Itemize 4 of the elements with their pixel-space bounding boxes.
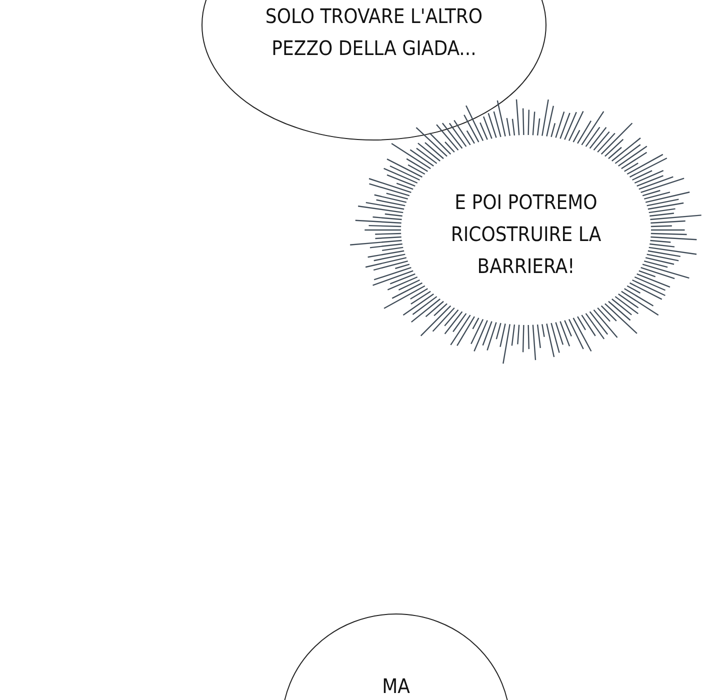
bubble-text: MA: [381, 673, 411, 700]
speech-bubble: [200, 0, 548, 142]
bubble-text: E POI POTREMO RICOSTRUIRE LA BARRIERA!: [450, 189, 602, 280]
bubble-text: SOLO TROVARE L'ALTRO PEZZO DELLA GIADA...: [264, 3, 484, 62]
